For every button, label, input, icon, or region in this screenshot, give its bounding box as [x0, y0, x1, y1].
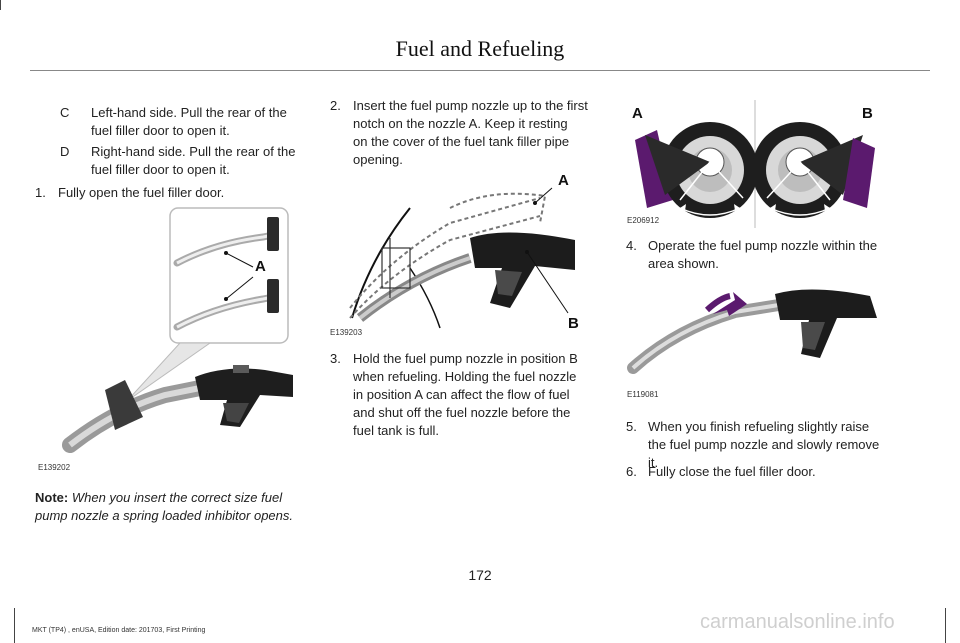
figure-nozzle-angle — [625, 100, 887, 228]
note-line: Note: When you insert the correct size f… — [35, 489, 325, 507]
step-text-line: When you finish refueling slightly raise — [648, 419, 870, 434]
nozzle-positions-illustration — [349, 187, 575, 329]
step-1-text: Fully open the fuel filler door. — [58, 185, 225, 200]
note-text: When you insert the correct size fuel — [71, 490, 283, 505]
item-key-c: C — [60, 105, 70, 120]
step-3-text: Hold the fuel pump nozzle in position B … — [353, 350, 608, 440]
item-text-d: Right-hand side. Pull the rear of the fu… — [91, 143, 316, 179]
step-text-line: notch on the nozzle A. Keep it resting — [353, 116, 568, 131]
step-6-num: 6. — [626, 464, 637, 479]
step-text-line: area shown. — [648, 256, 719, 271]
watermark: carmanualsonline.info — [700, 611, 895, 633]
step-text-line: when refueling. Holding the fuel nozzle — [353, 369, 577, 384]
page-number: 172 — [468, 567, 492, 583]
step-text-line: the fuel pump nozzle and slowly remove — [648, 437, 880, 452]
page-title: Fuel and Refueling — [395, 36, 565, 61]
step-text-line: Insert the fuel pump nozzle up to the fi… — [353, 98, 588, 113]
step-2-text: Insert the fuel pump nozzle up to the fi… — [353, 97, 608, 169]
nozzle-angle-illustration — [635, 100, 875, 228]
step-4-num: 4. — [626, 238, 637, 253]
crop-mark — [945, 608, 946, 643]
step-text-line: in position A can affect the flow of fue… — [353, 387, 570, 402]
note: Note: When you insert the correct size f… — [35, 489, 325, 525]
note-label: Note: — [35, 490, 69, 505]
callout-b: B — [568, 315, 579, 332]
crop-mark — [0, 0, 1, 10]
item-text-line: fuel filler door to open it. — [91, 162, 230, 177]
step-text-line: fuel tank is full. — [353, 423, 439, 438]
callout-a: A — [255, 258, 266, 275]
item-text-c: Left-hand side. Pull the rear of the fue… — [91, 104, 316, 140]
step-5-text: When you finish refueling slightly raise… — [648, 418, 908, 472]
item-text-line: Left-hand side. Pull the rear of the — [91, 105, 287, 120]
figure-nozzle-positions — [330, 168, 592, 338]
step-text-line: and shut off the fuel nozzle before the — [353, 405, 571, 420]
crop-mark — [14, 608, 15, 643]
step-text-line: opening. — [353, 152, 403, 167]
figure-code: E139202 — [38, 463, 71, 472]
figure-code: E139203 — [330, 328, 363, 337]
item-text-line: Right-hand side. Pull the rear of the — [91, 144, 296, 159]
figure-nozzle-operate — [625, 280, 887, 388]
item-text-line: fuel filler door to open it. — [91, 123, 230, 138]
callout-b: B — [862, 105, 873, 122]
step-4-text: Operate the fuel pump nozzle within the … — [648, 237, 908, 273]
figure-code: E206912 — [627, 216, 660, 225]
header-rule — [30, 70, 930, 71]
step-text-line: it. — [648, 455, 659, 470]
step-2-num: 2. — [330, 98, 341, 113]
nozzle-operate-illustration — [627, 289, 877, 374]
step-text-line: Hold the fuel pump nozzle in position B — [353, 351, 578, 366]
step-text-line: on the cover of the fuel tank filler pip… — [353, 134, 570, 149]
figure-nozzle-insert — [35, 205, 297, 475]
step-6-text: Fully close the fuel filler door. — [648, 464, 816, 479]
edition-footer: MKT (TP4) , enUSA, Edition date: 201703,… — [32, 627, 206, 634]
callout-a: A — [632, 105, 643, 122]
note-text: pump nozzle a spring loaded inhibitor op… — [35, 508, 294, 523]
figure-code: E119081 — [627, 390, 659, 399]
step-text-line: Operate the fuel pump nozzle within the — [648, 238, 878, 253]
nozzle-insert-illustration — [62, 207, 293, 453]
item-key-d: D — [60, 144, 70, 159]
step-3-num: 3. — [330, 351, 341, 366]
step-1-num: 1. — [35, 185, 46, 200]
callout-a: A — [558, 172, 569, 189]
step-5-num: 5. — [626, 419, 637, 434]
note-line: pump nozzle a spring loaded inhibitor op… — [35, 507, 325, 525]
